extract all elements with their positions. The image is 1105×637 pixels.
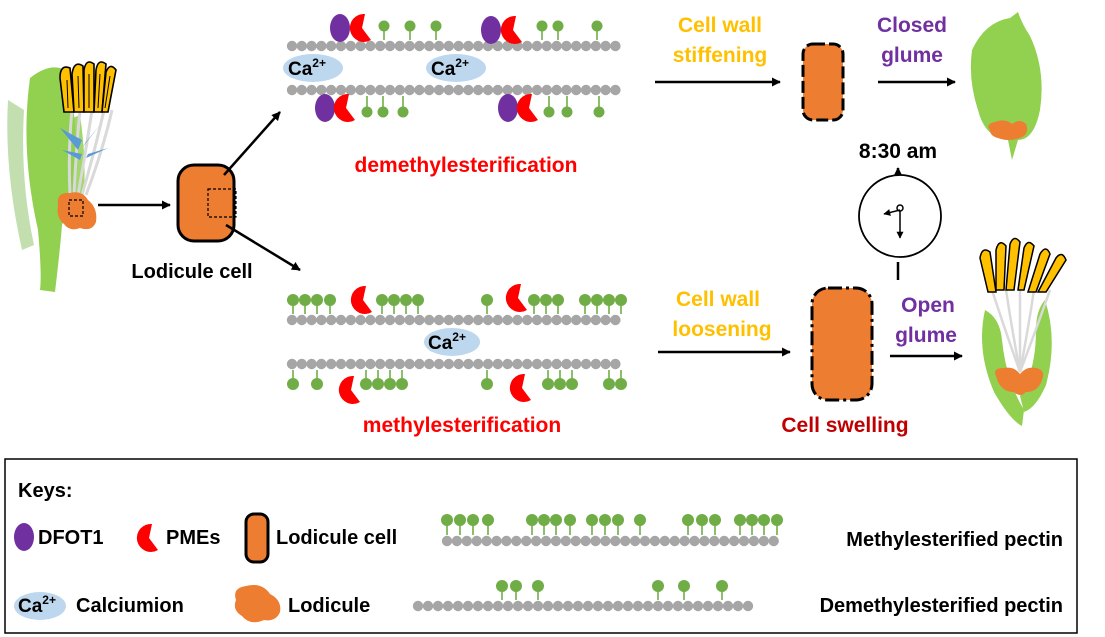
open-glume-label-2: glume (895, 324, 957, 347)
pectin-chain-upper-a (286, 40, 621, 52)
key-lodicule-icon (234, 585, 281, 623)
cell-wall-stiffening-label-1: Cell wall (678, 14, 762, 37)
demethylesterification-label: demethylesterification (355, 154, 578, 177)
key-dfot1-label: DFOT1 (38, 527, 104, 549)
svg-text:Ca2+: Ca2+ (18, 593, 56, 617)
methylesterification-label: methylesterification (363, 414, 561, 437)
demethyl-pectin-upper-group: Ca2+ Ca2+ (283, 13, 621, 122)
lodicule-cell-center (176, 163, 237, 243)
closed-glume-label-2: glume (881, 44, 943, 67)
cell-wall-loosening-label-2: loosening (672, 318, 771, 341)
key-calcium-icon (14, 592, 66, 620)
closed-glume-label-1: Closed (877, 14, 947, 37)
svg-text:Ca2+: Ca2+ (288, 56, 326, 80)
key-lodicule-cell-icon (244, 512, 270, 564)
cell-wall-loosening-label-1: Cell wall (676, 288, 760, 311)
key-dfot1-icon (14, 523, 34, 551)
spikelet-left-illustration (7, 61, 117, 292)
key-demethyl-pectin-icon (412, 580, 754, 612)
closed-spikelet-illustration (970, 12, 1042, 160)
svg-text:Ca2+: Ca2+ (428, 330, 466, 354)
arrow-to-methyl (225, 223, 301, 272)
lodicule-cell-label: Lodicule cell (131, 261, 252, 283)
clock-icon (858, 174, 942, 258)
key-pme-icon (136, 523, 158, 552)
open-spikelet-illustration (979, 237, 1067, 426)
methyl-pectin-lower-group: Ca2+ (286, 283, 627, 404)
cell-swelling-label: Cell swelling (781, 414, 908, 437)
key-lodicule-cell-label: Lodicule cell (276, 527, 397, 549)
keys-title: Keys: (18, 480, 72, 502)
swollen-cell (810, 286, 874, 402)
svg-text:Ca2+: Ca2+ (431, 56, 469, 80)
pectin-chain-lower-a (286, 314, 621, 326)
methyl-groups-lower (287, 294, 627, 390)
key-methyl-pectin-label: Methylesterified pectin (846, 529, 1063, 551)
key-pme-label: PMEs (166, 527, 220, 549)
key-calcium-label: Calciumion (76, 595, 184, 617)
open-glume-label-1: Open (901, 294, 955, 317)
pectin-chain-lower-b (286, 358, 621, 370)
lodicule-shape (57, 192, 97, 230)
key-demethyl-pectin-label: Demethylesterified pectin (820, 595, 1063, 617)
stiff-cell (801, 42, 845, 122)
key-lodicule-label: Lodicule (288, 595, 370, 617)
arrow-to-demethyl (223, 111, 281, 176)
key-methyl-pectin-icon (441, 514, 783, 547)
cell-wall-stiffening-label-2: stiffening (673, 44, 768, 67)
methyl-groups-upper (361, 20, 605, 118)
time-label: 8:30 am (859, 140, 937, 163)
pectin-chain-upper-b (286, 84, 621, 96)
